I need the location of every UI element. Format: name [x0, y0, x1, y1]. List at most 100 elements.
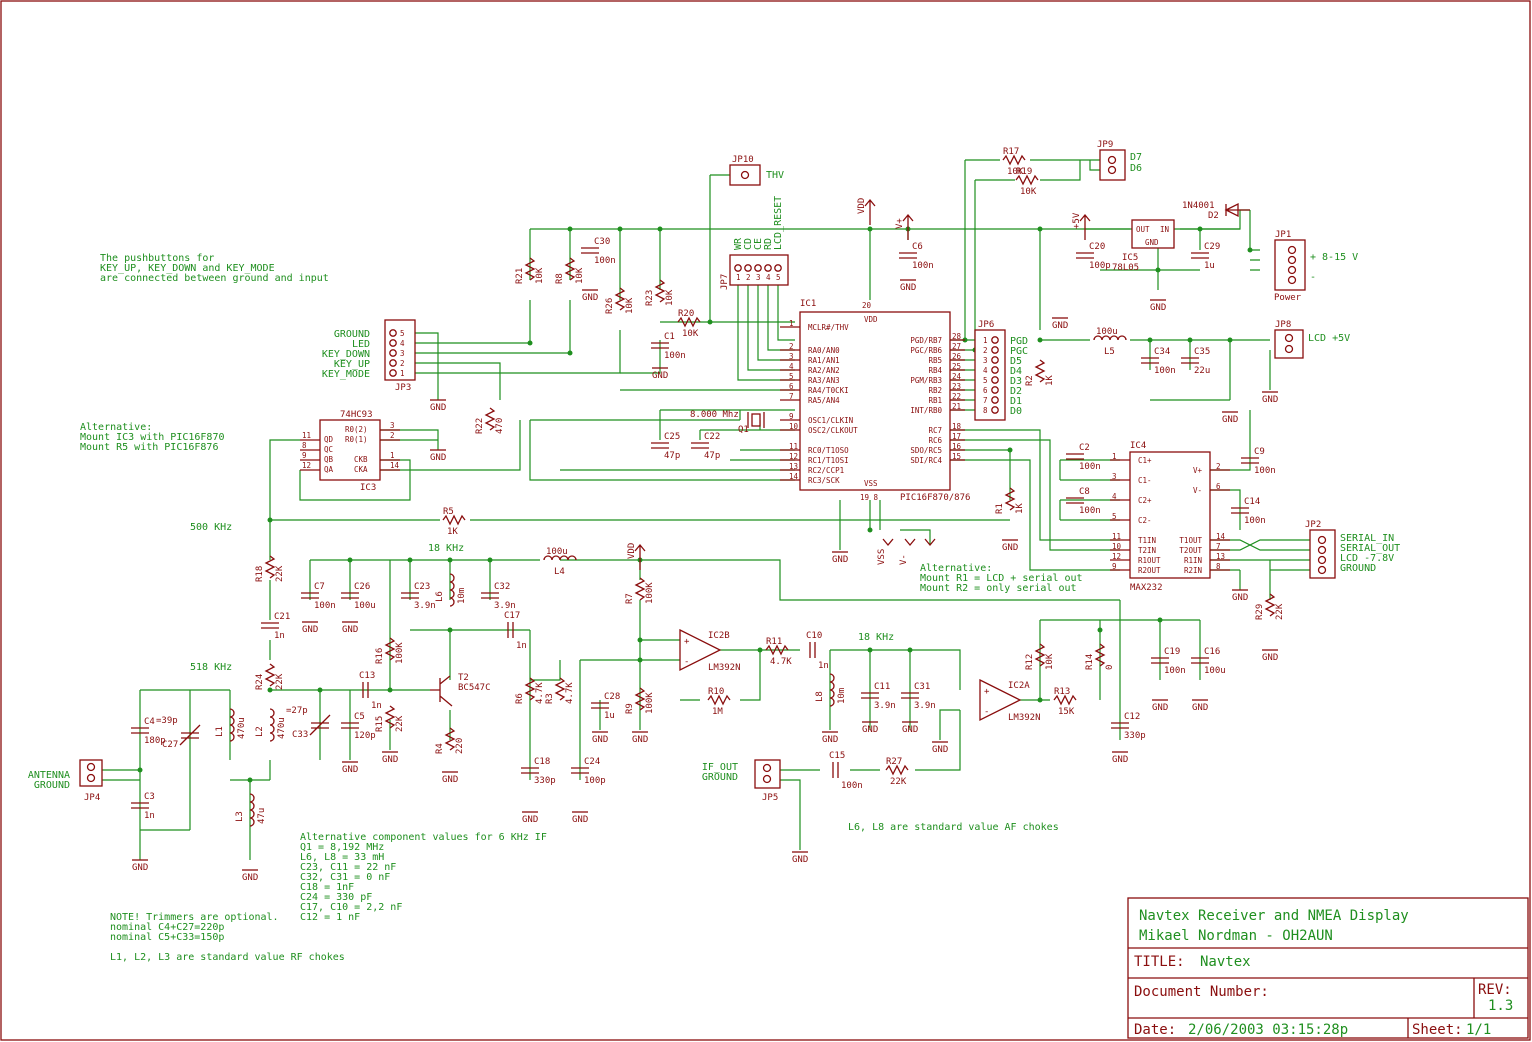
svg-text:47p: 47p [664, 451, 680, 461]
ground-icon: GND [442, 771, 458, 785]
svg-text:GND: GND [822, 735, 838, 745]
ground-icon: GND [902, 721, 918, 735]
ic1-pin-number: 9 [789, 412, 794, 421]
ic3-pin: R0(2) [345, 425, 368, 434]
ic1-pin-label: RC2/CCP1 [808, 466, 844, 475]
jp9-label: D6 [1130, 163, 1142, 174]
ic2b-opamp: +- IC2B LM392N [679, 628, 741, 673]
svg-text:2: 2 [983, 346, 988, 355]
svg-text:C29: C29 [1204, 242, 1220, 252]
svg-text:R15: R15 [375, 716, 385, 732]
svg-text:5: 5 [400, 329, 405, 338]
svg-text:VSS: VSS [877, 549, 887, 565]
ic1-pin-number: 13 [789, 462, 798, 471]
ic3-pin: CKB [354, 455, 368, 464]
ic4-pin-label: C1- [1138, 476, 1152, 485]
svg-text:GND: GND [430, 403, 446, 413]
svg-text:4.7K: 4.7K [535, 682, 545, 704]
svg-text:C28: C28 [604, 692, 620, 702]
junctions [137, 226, 1253, 783]
svg-text:3: 3 [400, 349, 405, 358]
ic4-pin-number: 7 [1216, 542, 1221, 551]
ic4-pin-number: 4 [1112, 492, 1117, 501]
trimmer-c33: C33=27p [286, 706, 331, 740]
svg-text:100u: 100u [546, 547, 568, 557]
ic1-pin-label: RC7 [928, 426, 942, 435]
svg-text:470u: 470u [277, 717, 287, 739]
svg-text:20: 20 [862, 301, 872, 310]
svg-text:R18: R18 [255, 566, 265, 582]
svg-text:C6: C6 [912, 242, 923, 252]
ground-icon: GND [430, 449, 446, 463]
note-af-chokes: L6, L8 are standard value AF chokes [848, 822, 1059, 833]
ic1-pin-number: 22 [952, 392, 961, 401]
ic3-pin: QC [324, 445, 333, 454]
rev-value: 1.3 [1488, 998, 1513, 1014]
svg-text:C15: C15 [829, 751, 845, 761]
jp6-label: D1 [1010, 396, 1022, 407]
svg-text:C4: C4 [144, 717, 155, 727]
svg-text:11: 11 [302, 431, 311, 440]
ground-icon: GND [430, 399, 446, 413]
svg-text:GND: GND [1192, 703, 1208, 713]
ic1-pin-number: 11 [789, 442, 798, 451]
svg-text:C33: C33 [292, 730, 308, 740]
svg-text:8: 8 [983, 406, 988, 415]
svg-text:1u: 1u [1204, 261, 1215, 271]
note-alt-6khz: Alternative component values for 6 KHz I… [300, 832, 547, 923]
svg-text:R26: R26 [605, 298, 615, 314]
ic1-pin-number: 1 [789, 319, 794, 328]
svg-text:GND: GND [382, 755, 398, 765]
ic4-pin-label: C1+ [1138, 456, 1152, 465]
svg-text:C25: C25 [664, 432, 680, 442]
jp8-label: LCD +5V [1308, 333, 1350, 344]
ic1-pin-label: RB5 [928, 356, 942, 365]
jp6-label: D3 [1010, 376, 1022, 387]
svg-text:GND: GND [592, 735, 608, 745]
jp1-label: + 8-15 V [1310, 252, 1358, 263]
title-label: TITLE: [1134, 954, 1185, 970]
svg-text:C35: C35 [1194, 347, 1210, 357]
jp6-label: PGC [1010, 346, 1028, 357]
svg-text:Q1: Q1 [738, 425, 749, 435]
svg-text:JP4: JP4 [84, 793, 100, 803]
ic1-pin-label: PGD/RB7 [910, 336, 942, 345]
note-line: C12 = 1 nF [300, 912, 360, 923]
svg-text:JP5: JP5 [762, 793, 778, 803]
sheet-label: Sheet: [1412, 1022, 1463, 1038]
ic1-pin-label: PGM/RB3 [910, 376, 942, 385]
svg-text:R29: R29 [1255, 604, 1265, 620]
svg-text:GND: GND [1262, 653, 1278, 663]
svg-text:GND: GND [932, 745, 948, 755]
crystal-freq-label: 8.000 Mhz [690, 410, 739, 420]
ic4-part: MAX232 [1130, 583, 1163, 593]
note-line: NOTE! Trimmers are optional. [110, 912, 279, 923]
svg-text:1K: 1K [1015, 503, 1025, 514]
svg-text:GND: GND [132, 863, 148, 873]
note-line: Mount IC3 with PIC16F870 [80, 432, 225, 443]
ground-icon: GND [1262, 649, 1278, 663]
svg-text:1: 1 [390, 451, 395, 460]
svg-text:GND: GND [1002, 543, 1018, 553]
jp2-label: SERIAL_IN [1340, 533, 1394, 544]
svg-text:3.9n: 3.9n [914, 701, 936, 711]
svg-text:1n: 1n [371, 701, 382, 711]
jp6-label: D0 [1010, 406, 1022, 417]
note-line: Q1 = 8,192 MHz [300, 842, 384, 853]
svg-text:GND: GND [900, 283, 916, 293]
ic4-pin-number: 13 [1216, 552, 1225, 561]
ground-icon: GND [632, 731, 648, 745]
ic1-pin-number: 21 [952, 402, 961, 411]
